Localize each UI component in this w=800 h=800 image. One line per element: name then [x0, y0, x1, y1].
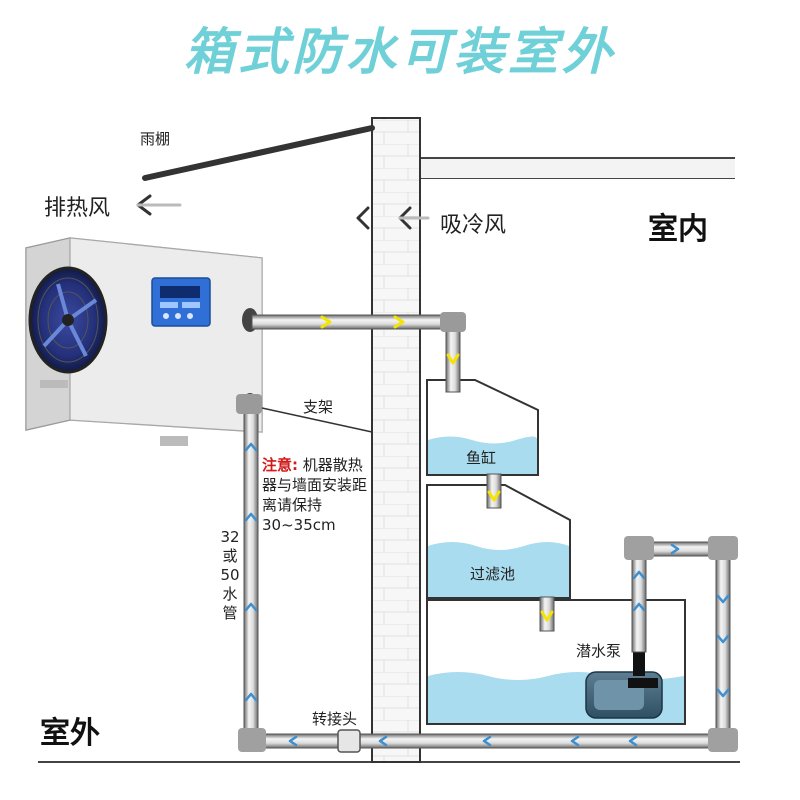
intake-arrows-icon	[356, 206, 430, 230]
note-prefix: 注意:	[262, 456, 298, 474]
bracket-line	[261, 407, 373, 433]
overflow-pipe-2	[539, 596, 555, 632]
unit-foot	[160, 436, 188, 446]
brick-wall	[371, 117, 421, 763]
pump-label: 潜水泵	[576, 642, 622, 660]
pipe-size-label: 32 或 50 水 管	[218, 528, 242, 623]
fish-tank-label: 鱼缸	[466, 449, 497, 467]
pipe-size-char: 或	[222, 547, 238, 565]
installation-note: 注意: 机器散热器与墙面安装距离请保持30~35cm	[262, 455, 374, 535]
ceiling-slab	[420, 157, 735, 179]
canopy-label: 雨棚	[140, 130, 171, 148]
filter-pool-label: 过滤池	[470, 565, 516, 583]
fan-icon	[28, 266, 108, 374]
outdoor-label: 室外	[40, 716, 100, 751]
outlet-pipe	[251, 312, 466, 393]
pipe-size-char: 32	[220, 528, 240, 546]
intake-label: 吸冷风	[440, 213, 507, 238]
adapter-label: 转接头	[312, 710, 358, 728]
exhaust-label: 排热风	[44, 196, 111, 221]
control-panel	[151, 277, 211, 327]
pipe-size-char: 水	[222, 585, 238, 603]
submersible-pump	[585, 648, 663, 719]
hot-flow-arrows	[320, 315, 554, 622]
return-flow-arrows	[244, 442, 730, 747]
pipe-size-char: 50	[220, 566, 240, 584]
pipe-size-char: 管	[222, 604, 238, 622]
canopy	[142, 125, 375, 181]
adapter-fitting	[337, 729, 361, 753]
exhaust-arrow-icon	[136, 194, 182, 216]
page-title: 箱式防水可装室外	[184, 23, 616, 81]
note-text: 机器散热器与墙面安装距离请保持30~35cm	[262, 456, 368, 534]
heat-pump-unit	[25, 237, 263, 446]
unit-foot	[40, 380, 68, 388]
filter-pool	[426, 484, 571, 599]
overflow-pipe-1	[486, 473, 502, 509]
fish-tank	[426, 379, 539, 476]
bracket-label: 支架	[303, 398, 334, 416]
indoor-label: 室内	[648, 212, 708, 247]
